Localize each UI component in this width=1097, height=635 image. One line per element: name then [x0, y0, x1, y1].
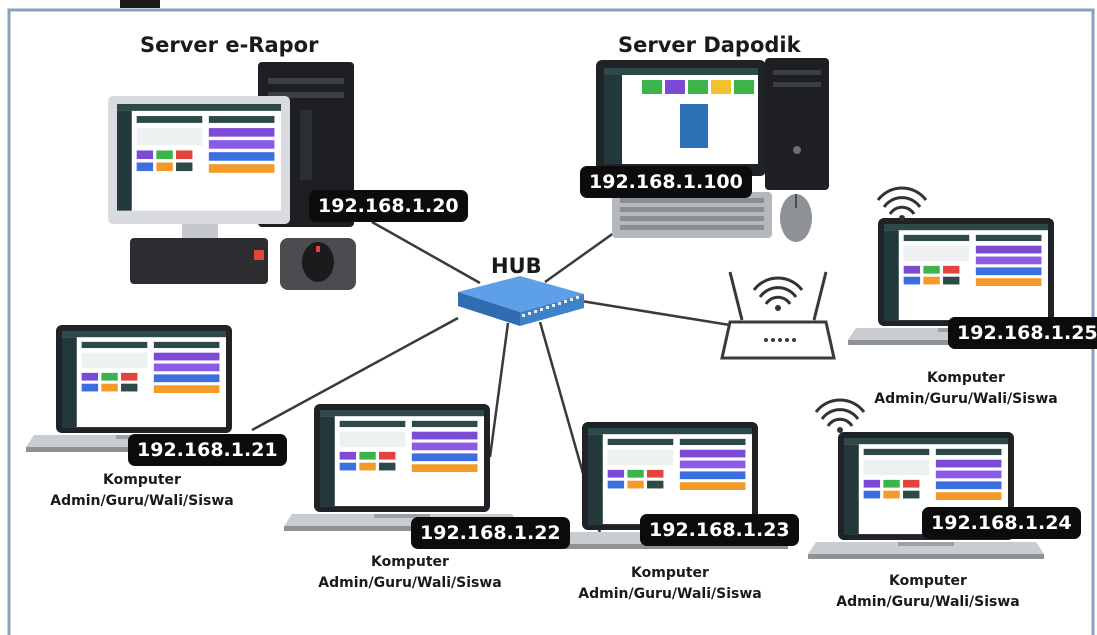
link-dapodik [544, 228, 619, 284]
ip-badge-client-25: 192.168.1.25 [948, 317, 1097, 349]
laptop-client-21 [26, 325, 262, 452]
tower-case [765, 58, 829, 190]
link-router [574, 298, 737, 328]
ip-badge-client-21: 192.168.1.21 [128, 434, 287, 466]
laptop-client-22 [284, 404, 520, 531]
caption-client-24: Komputer Admin/Guru/Wali/Siswa [836, 573, 1020, 610]
hub-switch [458, 276, 584, 326]
laptop-client-24 [808, 432, 1044, 559]
server-dapodik-title: Server Dapodik [618, 33, 801, 57]
caption-client-23: Komputer Admin/Guru/Wali/Siswa [578, 565, 762, 602]
ip-badge-client-24: 192.168.1.24 [922, 507, 1081, 539]
ip-badge-erapor: 192.168.1.20 [309, 190, 468, 222]
server-dapodik [596, 58, 829, 242]
server-erapor [108, 62, 356, 290]
mouse [780, 194, 812, 242]
caption-client-22: Komputer Admin/Guru/Wali/Siswa [318, 554, 502, 591]
keyboard [130, 238, 268, 284]
caption-client-21: Komputer Admin/Guru/Wali/Siswa [50, 472, 234, 509]
link-erapor [371, 220, 481, 285]
mouse [302, 242, 334, 282]
server-erapor-title: Server e-Rapor [140, 33, 319, 57]
caption-client-25: Komputer Admin/Guru/Wali/Siswa [874, 370, 1058, 407]
hub-label: HUB [491, 254, 542, 278]
wifi-router-icon [720, 271, 836, 360]
ip-badge-client-22: 192.168.1.22 [411, 517, 570, 549]
link-client-21 [251, 316, 459, 432]
wifi-icon [876, 186, 928, 223]
ip-badge-client-23: 192.168.1.23 [640, 514, 799, 546]
link-client-22 [488, 322, 510, 458]
ip-badge-dapodik: 192.168.1.100 [580, 166, 752, 198]
